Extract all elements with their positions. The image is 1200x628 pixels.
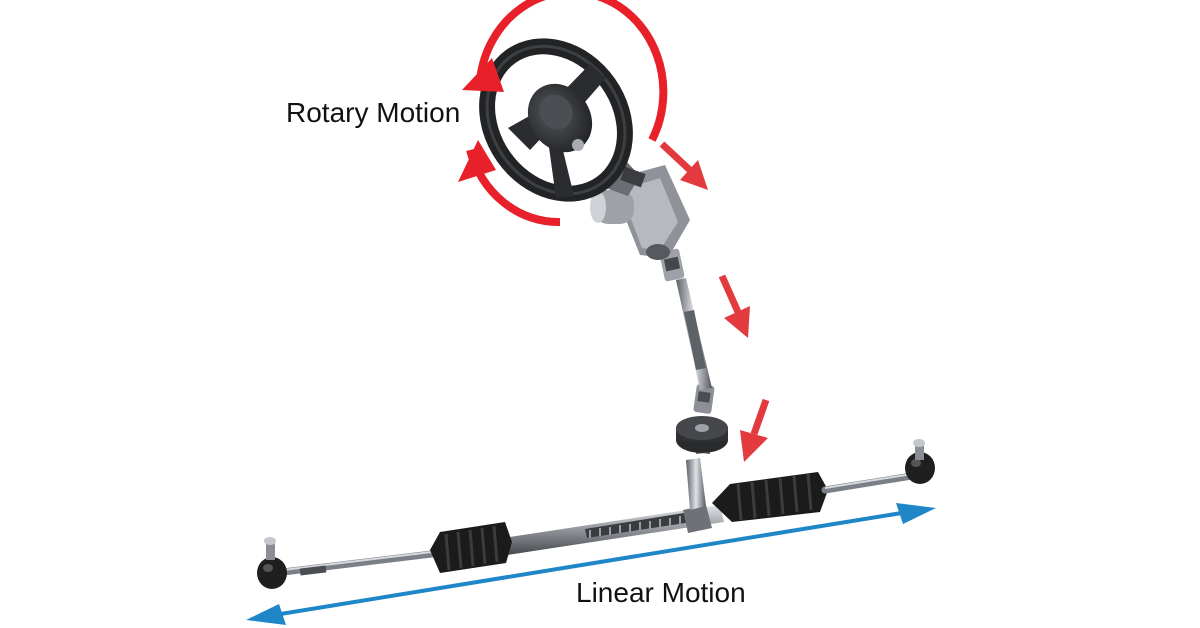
rack-teeth [585, 512, 692, 538]
rotary-arrow-icon [458, 0, 668, 227]
rotary-motion-label: Rotary Motion [286, 97, 461, 128]
force-arrow-2 [718, 274, 750, 338]
force-arrow-1 [659, 141, 708, 190]
steering-wheel-icon [479, 38, 633, 202]
force-arrows [659, 141, 770, 462]
linear-motion-label: Linear Motion [576, 577, 746, 608]
right-boot [712, 472, 828, 522]
rack-and-pinion-icon [257, 439, 935, 589]
left-boot [430, 522, 512, 573]
linear-arrow-icon [246, 503, 936, 625]
force-arrow-3 [740, 398, 770, 462]
